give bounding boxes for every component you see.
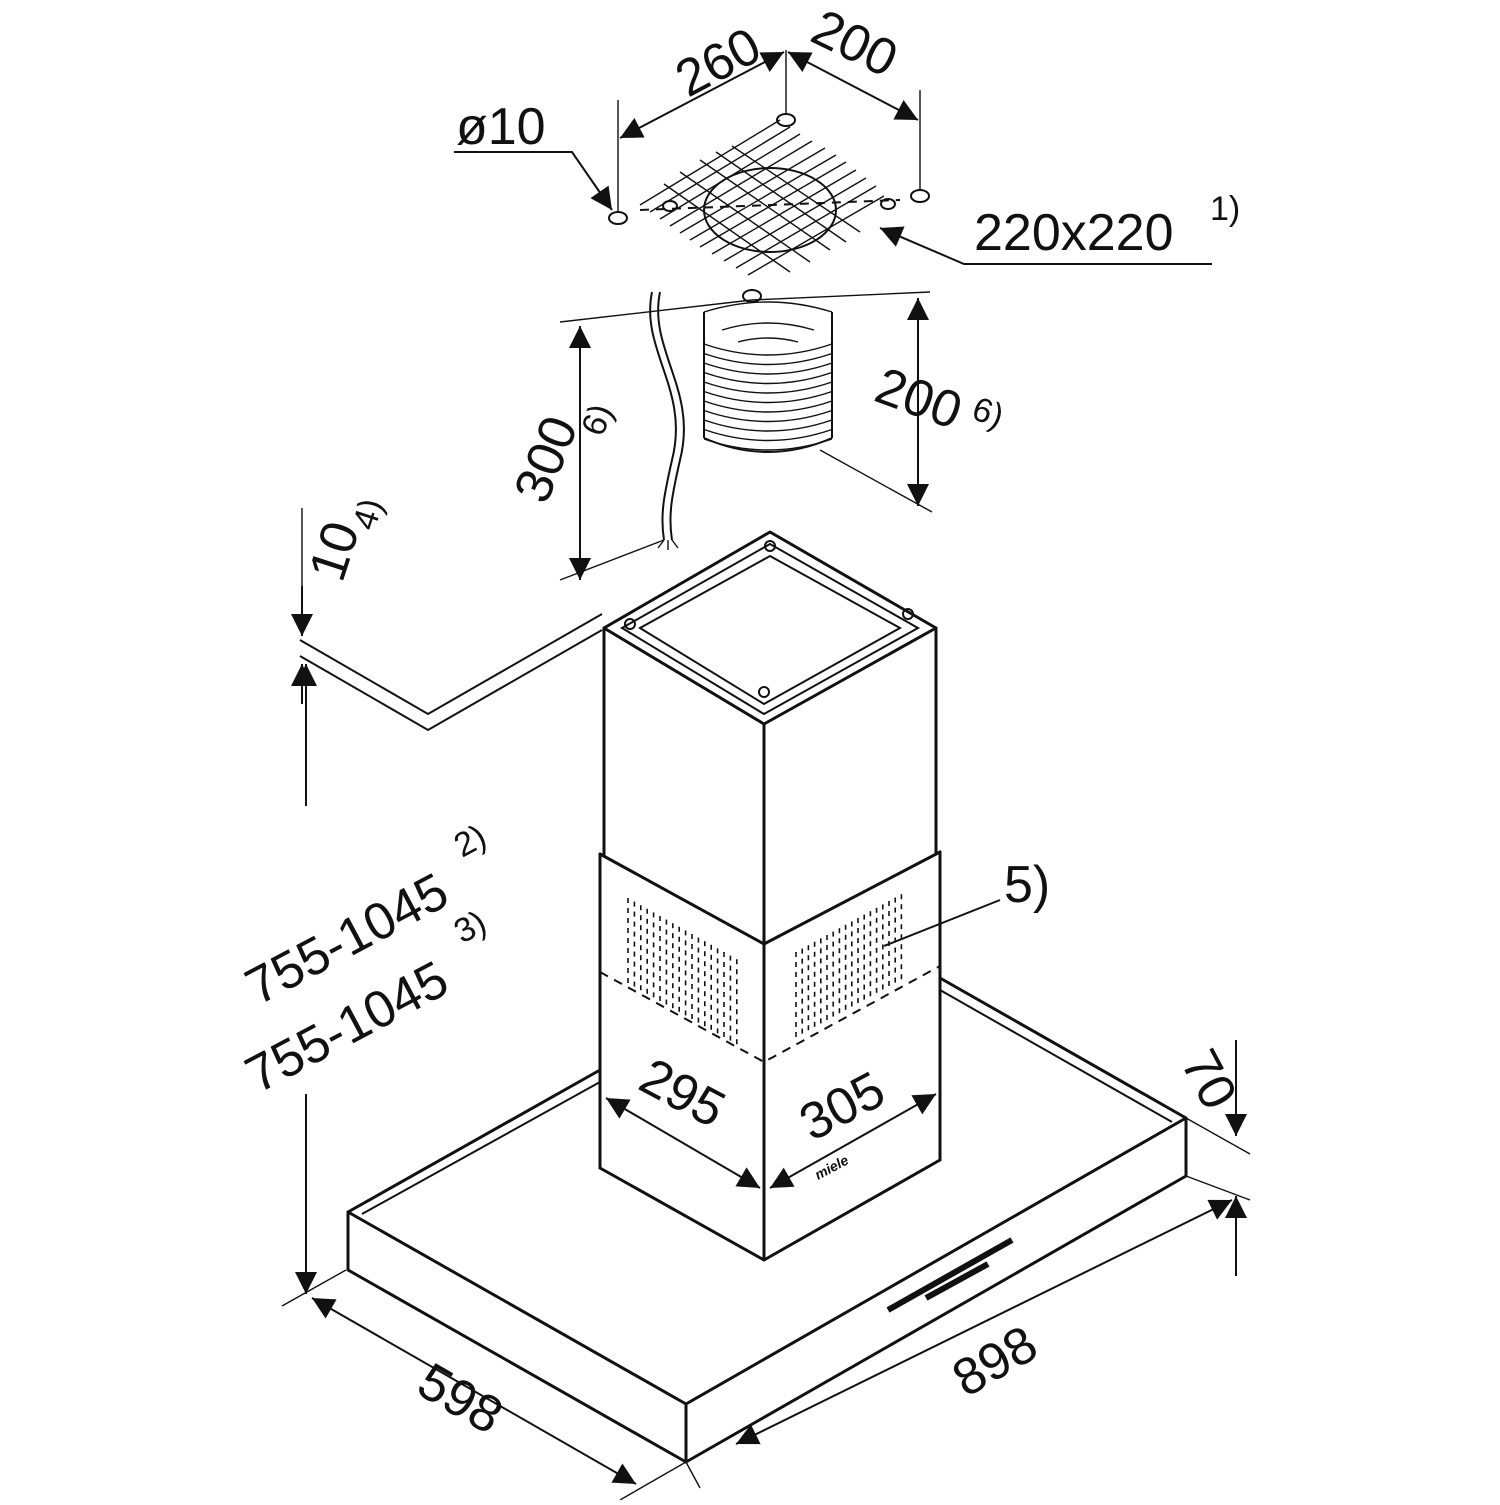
mount-hole <box>662 200 678 212</box>
control-bar <box>886 1237 1014 1313</box>
duct-rib <box>703 390 833 404</box>
duct-rib <box>703 438 833 451</box>
dim-ceiling-opening-label: 220x220 <box>974 204 1174 262</box>
dim-chimney-depth-label: 305 <box>790 1061 894 1153</box>
duct-rib <box>703 352 833 366</box>
mount-hole <box>608 211 628 225</box>
dim-duct-label: 200 <box>868 357 969 441</box>
dim-line-chimney-depth <box>769 1093 937 1189</box>
duct-rib <box>703 381 833 394</box>
dim-chimney-width-label: 295 <box>630 1047 734 1139</box>
ceiling-centerline <box>639 199 901 211</box>
duct-rib <box>703 371 833 385</box>
dim-200-label: 200 <box>803 0 906 89</box>
duct-rib <box>703 343 833 356</box>
leader-hole-diameter <box>454 151 613 211</box>
duct-rib <box>703 400 833 413</box>
dim-line-260 <box>619 51 785 139</box>
duct-rib <box>703 428 833 442</box>
duct-rib <box>703 419 833 432</box>
ceiling-edge-lower <box>299 629 603 732</box>
mount-hole <box>880 198 896 210</box>
dim-hole-diameter-label: ø10 <box>456 98 546 156</box>
dim-canopy-width-label: 898 <box>943 1315 1047 1409</box>
duct-opening-circle <box>703 167 837 253</box>
ceiling-mount-plate <box>559 50 931 323</box>
dim-height-a-note: 2) <box>448 817 493 865</box>
dim-260-label: 260 <box>666 17 770 109</box>
dim-line-200 <box>787 51 919 121</box>
chimney-upper <box>602 530 938 946</box>
chimney-dashed-line <box>599 965 941 1064</box>
dim-line-canopy-depth <box>311 1297 637 1485</box>
dim-duct-note: 6) <box>967 390 1008 436</box>
flexible-duct <box>703 301 833 453</box>
ceiling-edge-upper <box>299 613 603 716</box>
dim-canopy-depth-label: 598 <box>408 1352 512 1446</box>
duct-rib <box>703 409 833 423</box>
dim-line-canopy-width <box>735 1199 1233 1445</box>
duct-rib <box>703 362 833 375</box>
dim-ceiling-opening-note: 1) <box>1210 190 1240 228</box>
brand-logo: miele <box>812 1152 851 1183</box>
dim-line-chimney-width <box>605 1097 761 1189</box>
leader-vent-note <box>883 899 1001 947</box>
leader-ceiling-opening <box>879 226 1212 265</box>
dim-vent-note-label: 5) <box>1004 856 1050 914</box>
vent-slots <box>627 894 903 1045</box>
power-cable <box>649 291 685 550</box>
mount-hole <box>910 189 930 203</box>
